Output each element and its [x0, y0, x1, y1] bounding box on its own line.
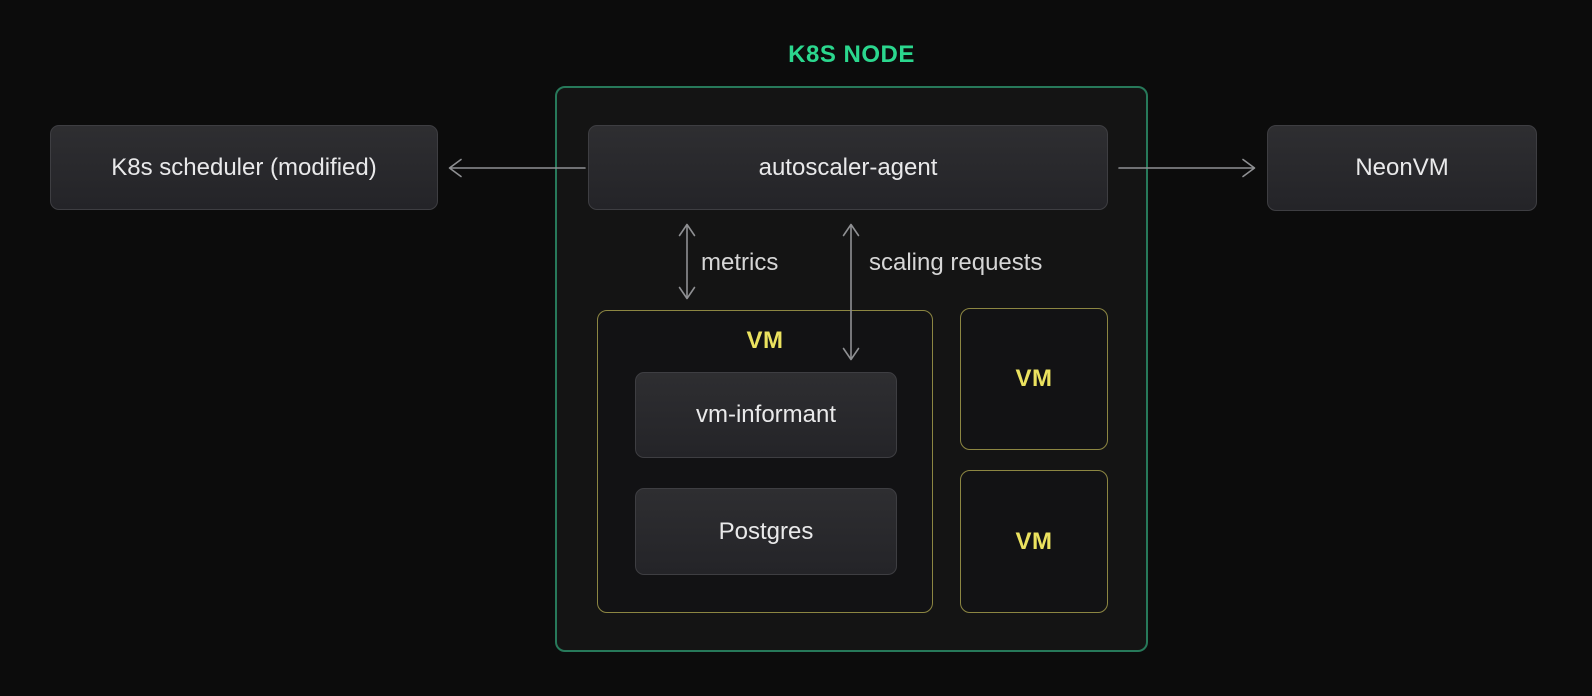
vm-box-2: VM	[960, 470, 1108, 613]
vm-box-1-label: VM	[1015, 365, 1053, 392]
node-vm-informant-label: vm-informant	[695, 401, 837, 428]
node-postgres: Postgres	[635, 488, 897, 575]
metrics-edge-label: metrics	[701, 249, 779, 276]
vm-box-1: VM	[960, 308, 1108, 450]
node-neonvm-label: NeonVM	[1355, 154, 1449, 181]
node-vm-informant: vm-informant	[635, 372, 897, 458]
node-k8s-scheduler-label: K8s scheduler (modified)	[111, 153, 377, 181]
vm-box-main-label: VM	[746, 327, 784, 354]
k8s-node-title: K8S NODE	[788, 41, 915, 68]
node-postgres-label: Postgres	[718, 517, 814, 545]
node-k8s-scheduler: K8s scheduler (modified)	[50, 125, 438, 210]
vm-box-2-label: VM	[1015, 527, 1053, 555]
scaling-requests-edge-label: scaling requests	[869, 249, 1043, 276]
node-autoscaler-agent: autoscaler-agent	[588, 125, 1108, 210]
node-neonvm: NeonVM	[1267, 125, 1537, 211]
node-autoscaler-agent-label: autoscaler-agent	[758, 153, 938, 181]
